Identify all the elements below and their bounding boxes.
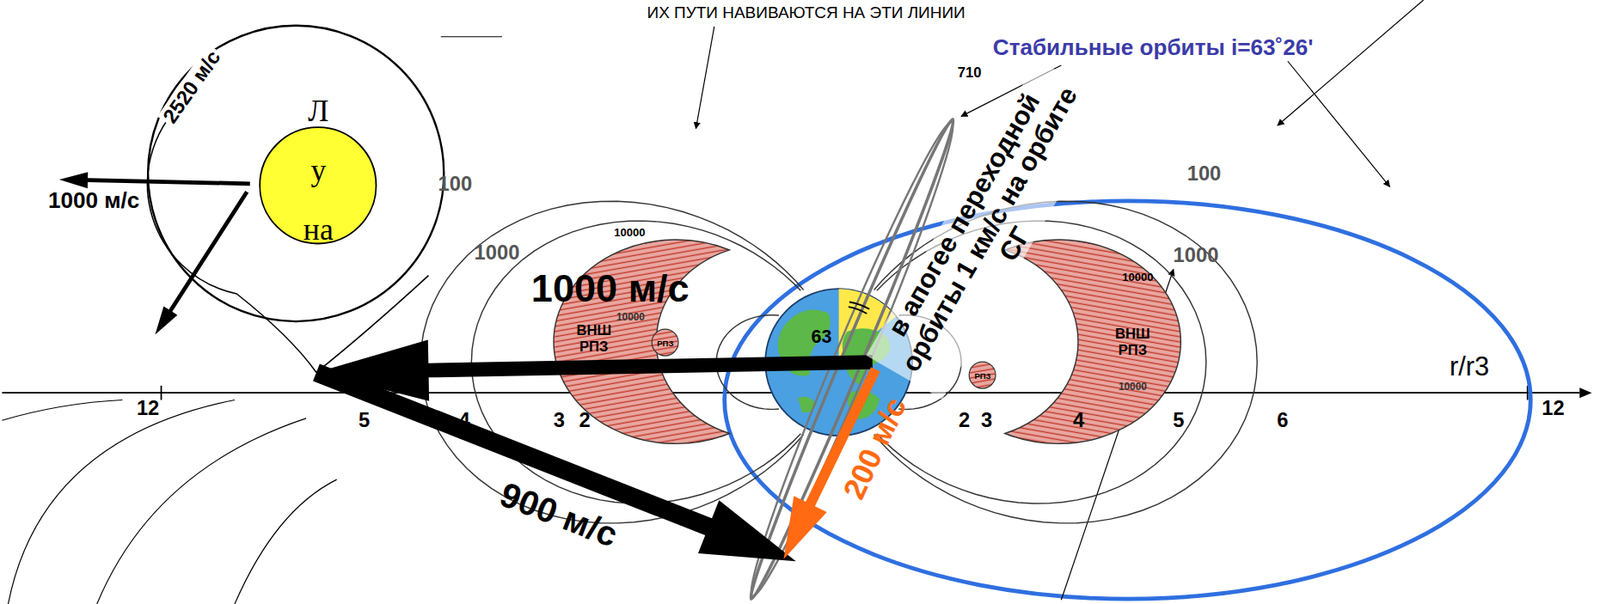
moon-circle: Луна xyxy=(258,126,378,246)
belt-name: ВНШ РПЗ xyxy=(576,322,612,356)
note: в апогее переходной орбиты 1 км/с на орб… xyxy=(866,59,1114,399)
flux-value: 100 xyxy=(438,172,473,196)
flux-value: 10000 xyxy=(613,226,645,239)
axis-number: 3 xyxy=(553,409,565,432)
angle-arc xyxy=(848,306,867,314)
flux-value: 10000 xyxy=(616,312,645,325)
flux-value: 100 xyxy=(1187,162,1222,185)
axis-arrow xyxy=(1579,387,1592,399)
radiation-belt-small: РПЗ xyxy=(968,361,997,390)
flux-value: 10000 xyxy=(1121,271,1153,284)
body-name: Луна xyxy=(302,81,334,260)
radiation-belt-shape xyxy=(994,239,1199,444)
axis-number: 12 xyxy=(1541,397,1564,420)
orbit-title: Стабильные орбиты i=63˚26' xyxy=(993,34,1314,60)
belt-name: РПЗ xyxy=(656,337,674,348)
radiation-belt-small: РПЗ xyxy=(650,328,680,357)
axis-number: 4 xyxy=(1072,409,1085,432)
axis-number: 4 xyxy=(458,409,470,432)
axis-number: 3 xyxy=(980,409,993,432)
axis-number: 5 xyxy=(358,409,370,432)
belt-name: ВНШ РПЗ xyxy=(1115,324,1151,358)
radiation-belt: ВНШ РПЗ xyxy=(994,239,1199,444)
leader-line xyxy=(1277,0,1424,126)
trajectory xyxy=(1,400,123,422)
axis-number: 2 xyxy=(958,409,970,432)
axis-title: r/r3 xyxy=(1449,352,1490,382)
speed-label: 1000 м/с xyxy=(48,187,140,213)
angle-arc xyxy=(849,302,870,310)
angle-label: 63 xyxy=(811,325,833,348)
note: ИХ ПУТИ НАВИВАЮТСЯ НА ЭТИ ЛИНИИ xyxy=(647,4,966,23)
flux-value: 10000 xyxy=(1118,381,1147,393)
leader-line xyxy=(441,36,503,37)
flux-value: 1000 xyxy=(474,241,521,264)
speed-label: 1000 м/с xyxy=(531,267,690,311)
axis-tick xyxy=(160,386,163,401)
leader-line xyxy=(1287,61,1391,187)
velocity-arrow xyxy=(154,190,249,336)
trajectory xyxy=(234,479,338,604)
velocity-arrow xyxy=(316,339,873,401)
velocity-arrows xyxy=(59,171,881,562)
trajectory xyxy=(7,400,234,604)
axis-number: 6 xyxy=(1276,409,1288,432)
velocity-arrow xyxy=(312,363,797,562)
trajectory xyxy=(97,418,307,604)
velocity-arrow xyxy=(59,171,251,189)
axis-number: 5 xyxy=(1172,409,1184,432)
axis-number: 2 xyxy=(578,409,590,432)
speed-label: 2520 м/с xyxy=(157,43,227,129)
value-label: 710 xyxy=(957,65,982,81)
axis-number: 12 xyxy=(136,397,160,420)
leader-line xyxy=(695,26,714,129)
flux-value: 1000 xyxy=(1173,244,1220,267)
belt-name: РПЗ xyxy=(974,370,991,381)
